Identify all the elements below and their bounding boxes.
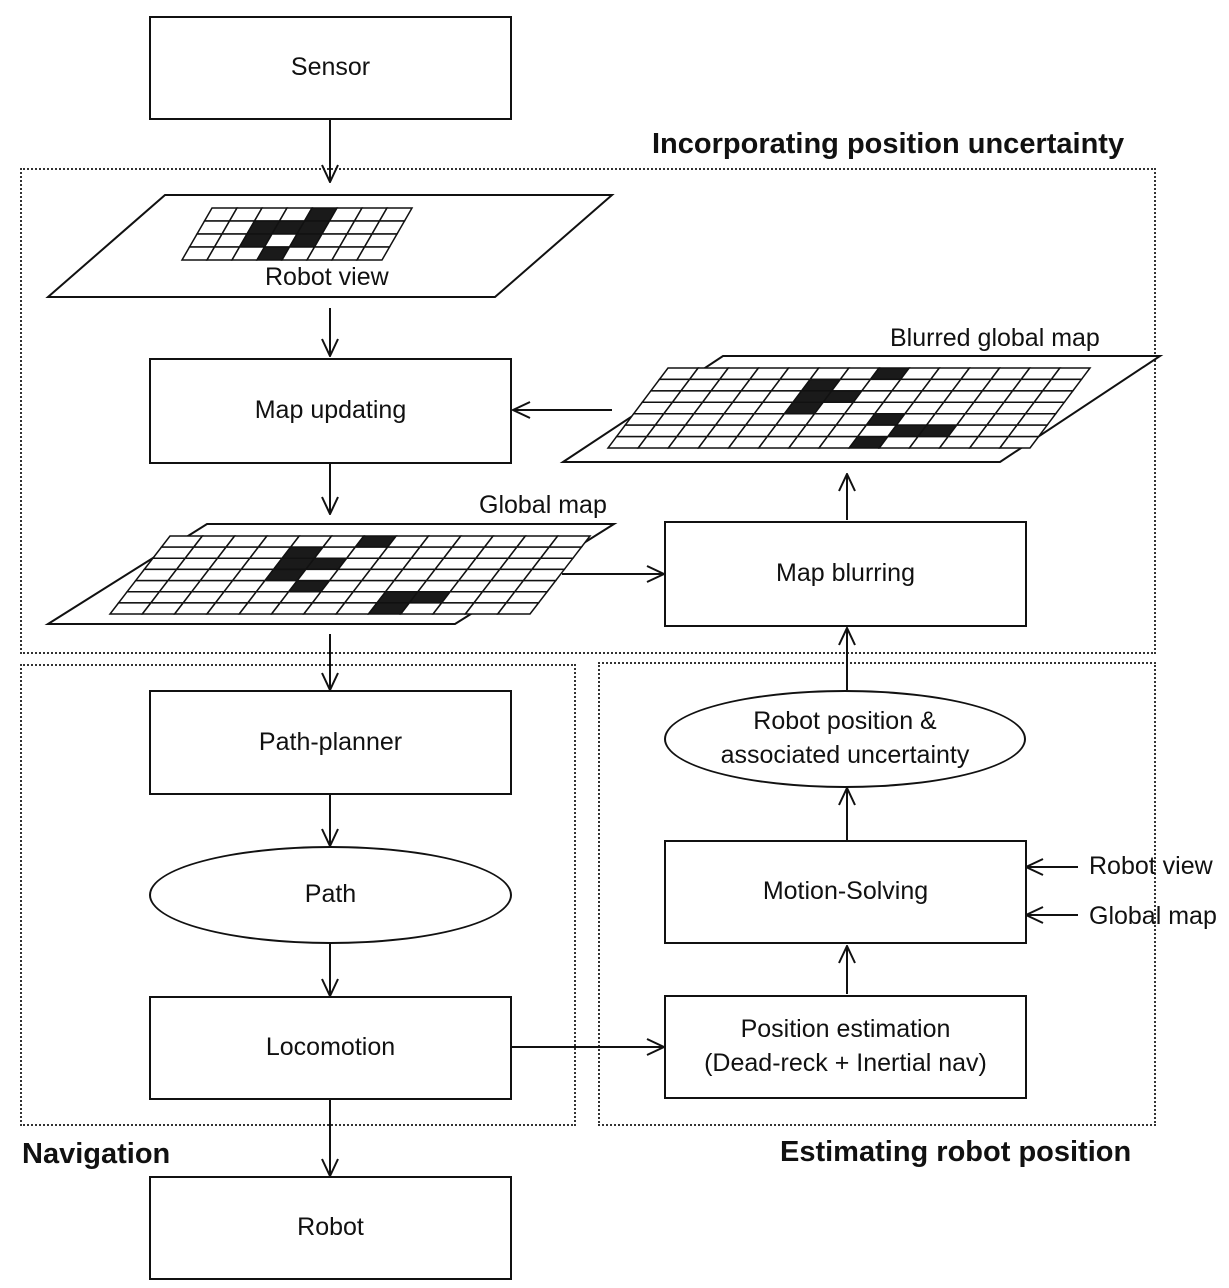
position-estimation-line1: Position estimation — [740, 1015, 951, 1044]
region-estimating-position — [598, 662, 1156, 1126]
input-robot-view-label: Robot view — [1089, 852, 1213, 880]
robot-position-ellipse: Robot position & associated uncertainty — [664, 690, 1026, 788]
path-ellipse: Path — [149, 846, 512, 944]
map-blurring-box: Map blurring — [664, 521, 1027, 627]
region-navigation — [20, 664, 576, 1126]
position-estimation-line2: (Dead-reck + Inertial nav) — [704, 1049, 987, 1077]
path-label: Path — [304, 880, 357, 909]
robot-position-line1: Robot position & — [753, 707, 937, 736]
map-updating-box: Map updating — [149, 358, 512, 464]
region-title-estimating: Estimating robot position — [780, 1136, 1132, 1168]
region-title-navigation: Navigation — [22, 1138, 171, 1170]
region-incorporating-uncertainty — [20, 168, 1156, 654]
region-title-uncertainty: Incorporating position uncertainty — [652, 128, 1125, 160]
global-map-grid — [108, 535, 592, 615]
path-planner-box: Path-planner — [149, 690, 512, 795]
blurred-global-map-plane — [559, 355, 1164, 463]
blurred-global-map-label: Blurred global map — [890, 324, 1100, 352]
input-global-map-label: Global map — [1089, 902, 1217, 930]
global-map-plane — [44, 523, 618, 625]
blurred-global-map-grid — [606, 367, 1092, 449]
robot-position-line2: associated uncertainty — [720, 741, 970, 769]
robot-box: Robot — [149, 1176, 512, 1280]
motion-solving-box: Motion-Solving — [664, 840, 1027, 944]
locomotion-box: Locomotion — [149, 996, 512, 1100]
global-map-label: Global map — [479, 491, 607, 519]
grid-cell — [998, 435, 1041, 449]
robot-view-plane — [45, 194, 615, 298]
position-estimation-box: Position estimation (Dead-reck + Inertia… — [664, 995, 1027, 1099]
robot-view-map-label: Robot view — [265, 263, 389, 291]
sensor-box: Sensor — [149, 16, 512, 120]
robot-view-grid — [180, 207, 414, 261]
grid-cell — [496, 602, 541, 615]
grid-cell — [355, 246, 391, 261]
